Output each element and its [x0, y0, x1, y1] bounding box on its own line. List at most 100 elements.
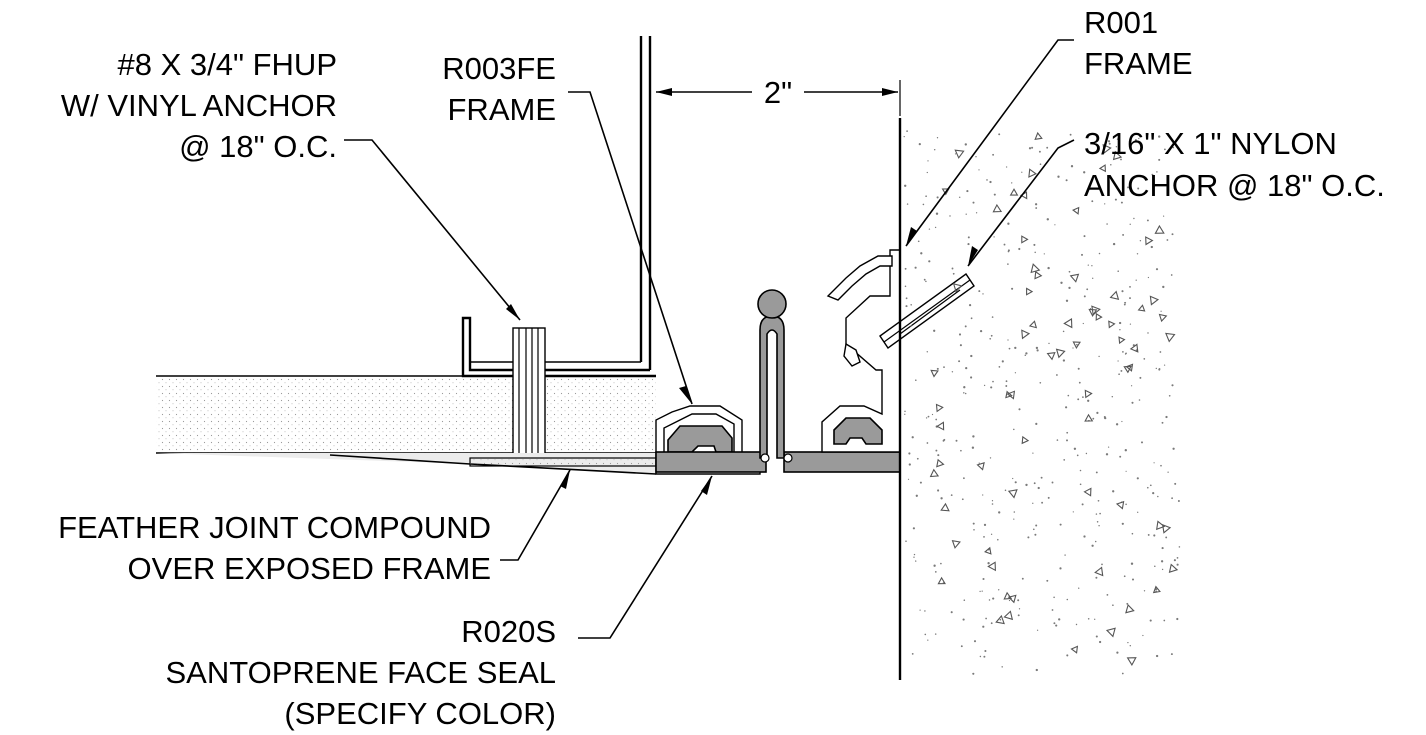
concrete-aggregate	[1003, 610, 1014, 621]
concrete-speck	[967, 243, 970, 246]
concrete-speck	[1062, 359, 1066, 362]
concrete-aggregate	[1152, 585, 1161, 594]
concrete-speck	[908, 452, 911, 455]
concrete-speck	[927, 415, 930, 418]
concrete-speck	[1047, 266, 1050, 270]
concrete-speck	[1008, 347, 1011, 350]
concrete-speck	[1096, 521, 1099, 523]
concrete-speck	[1137, 511, 1139, 513]
concrete-speck	[1004, 489, 1007, 492]
label-r020s-line3: (SPECIFY COLOR)	[284, 696, 556, 731]
concrete-speck	[1160, 464, 1162, 467]
dimension-2in: 2"	[656, 75, 901, 116]
label-r001-line1: R001	[1084, 5, 1158, 40]
concrete-speck	[937, 454, 940, 457]
concrete-speck	[1035, 207, 1038, 209]
concrete-speck	[1138, 399, 1141, 401]
concrete-speck	[1078, 587, 1080, 589]
concrete-speck	[1034, 251, 1036, 254]
concrete-speck	[1063, 459, 1066, 461]
concrete-speck	[1079, 469, 1082, 472]
concrete-aggregate	[1034, 270, 1043, 280]
concrete-speck	[1122, 351, 1124, 353]
concrete-speck	[983, 536, 985, 538]
concrete-aggregate	[1046, 352, 1056, 361]
concrete-speck	[1039, 381, 1042, 384]
concrete-speck	[1054, 224, 1056, 226]
concrete-speck	[1143, 590, 1146, 592]
concrete-speck	[978, 169, 980, 171]
concrete-speck	[1035, 346, 1039, 350]
concrete-speck	[1129, 323, 1132, 325]
concrete-speck	[935, 449, 938, 452]
concrete-speck	[1032, 452, 1034, 454]
concrete-speck	[1008, 599, 1011, 602]
concrete-speck	[935, 212, 939, 215]
concrete-aggregate	[1028, 168, 1037, 178]
concrete-speck	[1068, 286, 1071, 290]
concrete-speck	[1168, 394, 1171, 397]
concrete-speck	[959, 344, 962, 347]
concrete-aggregate	[1126, 657, 1137, 666]
concrete-speck	[1065, 299, 1069, 302]
concrete-speck	[1001, 666, 1003, 668]
concrete-speck	[978, 290, 981, 293]
concrete-speck	[1031, 146, 1034, 149]
concrete-speck	[1143, 358, 1146, 360]
concrete-speck	[1158, 367, 1161, 370]
concrete-speck	[1091, 200, 1094, 203]
concrete-speck	[1117, 270, 1119, 272]
concrete-speck	[1147, 332, 1149, 334]
concrete-speck	[1014, 372, 1017, 374]
concrete-speck	[1115, 146, 1118, 148]
concrete-aggregate	[984, 546, 992, 555]
concrete-aggregate	[1158, 313, 1168, 323]
concrete-speck	[1154, 565, 1156, 567]
concrete-aggregate	[1123, 365, 1132, 374]
concrete-speck	[942, 439, 945, 442]
concrete-speck	[1018, 608, 1021, 610]
concrete-speck	[917, 240, 920, 243]
concrete-speck	[1121, 522, 1124, 525]
concrete-speck	[968, 303, 972, 307]
concrete-speck	[1142, 634, 1144, 637]
concrete-speck	[1041, 501, 1044, 504]
concrete-speck	[1059, 523, 1062, 526]
concrete-speck	[1160, 560, 1164, 563]
concrete-speck	[1075, 623, 1078, 626]
concrete-speck	[951, 371, 954, 373]
concrete-speck	[904, 267, 907, 270]
concrete-speck	[1053, 596, 1055, 599]
concrete-speck	[973, 529, 975, 531]
concrete-speck	[1086, 288, 1089, 291]
concrete-speck	[983, 655, 986, 658]
concrete-aggregate	[1168, 563, 1179, 574]
concrete-speck	[1146, 133, 1149, 136]
label-r020s-line1: R020S	[461, 614, 556, 649]
concrete-speck	[1007, 339, 1009, 341]
concrete-aggregate	[1021, 435, 1030, 445]
concrete-speck	[905, 540, 907, 542]
concrete-speck	[936, 196, 939, 199]
concrete-speck	[990, 334, 993, 337]
concrete-speck	[955, 439, 958, 442]
concrete-speck	[1077, 367, 1080, 370]
concrete-aggregate	[1084, 389, 1093, 399]
concrete-speck	[1081, 253, 1083, 256]
concrete-speck	[1155, 654, 1159, 658]
concrete-speck	[935, 418, 938, 421]
concrete-speck	[1160, 310, 1162, 312]
concrete-speck	[1112, 604, 1114, 607]
concrete-speck	[914, 266, 917, 269]
concrete-speck	[990, 533, 993, 535]
concrete-speckle	[903, 130, 1181, 675]
concrete-speck	[958, 360, 961, 363]
concrete-speck	[931, 413, 934, 416]
concrete-speck	[949, 215, 951, 217]
concrete-speck	[1123, 303, 1126, 306]
concrete-speck	[966, 190, 969, 193]
concrete-aggregate	[1149, 295, 1160, 306]
concrete-aggregate	[1021, 235, 1029, 244]
concrete-speck	[1166, 239, 1169, 241]
